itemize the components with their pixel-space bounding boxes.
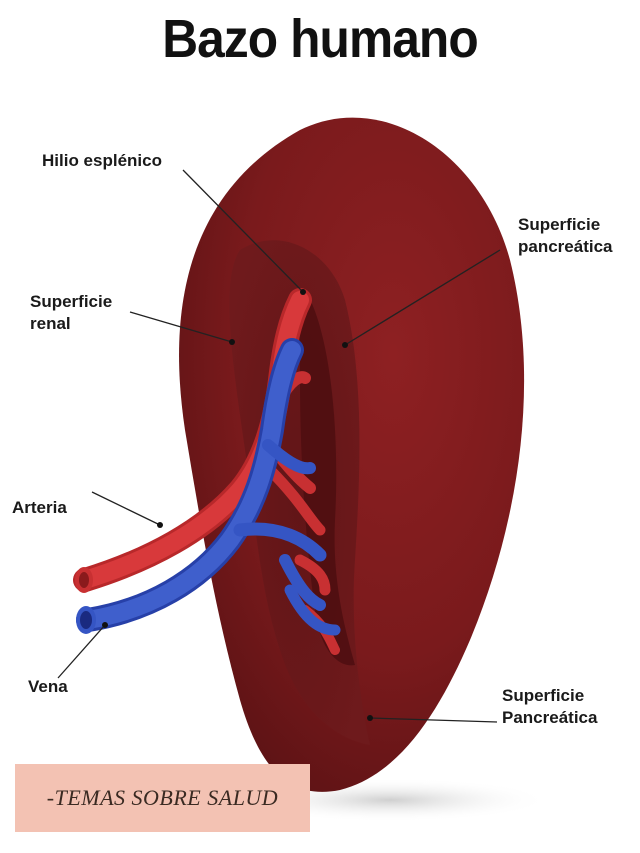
watermark-text: -TEMAS SOBRE SALUD [46,785,279,810]
label-superficie-renal: Superficie renal [30,292,113,333]
page-title: Bazo humano [162,9,478,69]
leader-renal [129,311,233,343]
watermark-banner: -TEMAS SOBRE SALUD [15,764,310,832]
leader-lines [57,169,501,723]
leader-vena [57,624,106,679]
leader-pancreatica-top [344,249,501,346]
vein [76,338,341,636]
label-superficie-pancreatica-bottom: Superficie Pancreática [502,686,598,727]
leader-dots [102,289,373,721]
label-hilio-esplenico: Hilio esplénico [42,151,162,170]
label-vena: Vena [28,677,68,696]
leader-hilio [182,169,304,293]
label-superficie-pancreatica-top: Superficie pancreática [518,215,613,256]
leader-pancreatica-bottom [369,717,498,723]
label-arteria: Arteria [12,498,67,517]
leader-arteria [91,491,161,526]
